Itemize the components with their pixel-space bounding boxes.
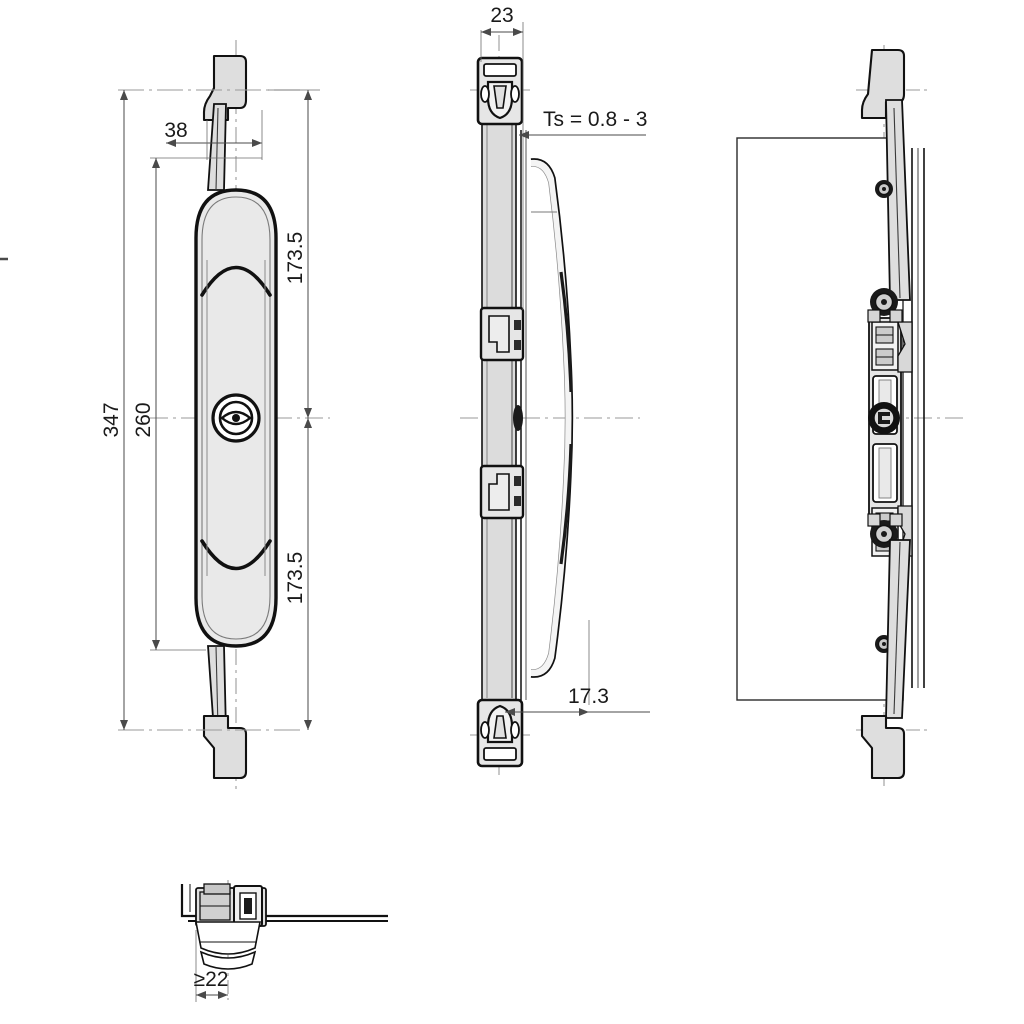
dimension-173-5-lower-label: 173.5 [284, 552, 307, 605]
front-lock-cylinder-rosette [211, 393, 261, 443]
dimension-17-3: 17.3 [505, 685, 650, 716]
front-handle-body-inner-outline [201, 196, 271, 640]
side-bottom-roller-cam [476, 698, 524, 768]
detail-keep-block [195, 883, 267, 927]
rear-view [736, 45, 965, 790]
dimension-ts-label: Ts = 0.8 - 3 [543, 108, 647, 131]
side-section-view: 23 Ts = 0.8 - 3 17.3 [460, 4, 650, 775]
front-lower-strap-edge [215, 645, 219, 729]
dimension-min-22: ≥22 [194, 968, 229, 999]
front-grip-arc-bottom [200, 539, 272, 571]
dimension-17-3-label: 17.3 [568, 685, 609, 708]
front-upper-strap-edge [215, 107, 219, 191]
dimension-23: 23 [481, 4, 523, 36]
side-upper-keep-block [479, 306, 525, 362]
dimension-173-5-lower: 173.5 [284, 418, 312, 730]
rear-cover-strap-upper-edge [893, 107, 901, 299]
front-lower-bracket [202, 714, 248, 780]
front-keyhole-pin [232, 414, 240, 422]
dimension-347: 347 [100, 90, 128, 730]
rear-lower-bracket [860, 714, 906, 780]
side-handle-waist-accent-top [559, 271, 573, 393]
side-handle-profile-fill [531, 159, 572, 677]
dimension-173-5-upper: 173.5 [284, 90, 312, 418]
side-lower-keep-block [479, 464, 525, 520]
dimension-ts: Ts = 0.8 - 3 [519, 108, 647, 139]
dimension-173-5-upper-label: 173.5 [284, 232, 307, 285]
detail-bottom-view: ≥22 [180, 880, 388, 1002]
dimension-260-label: 260 [132, 402, 155, 437]
dimension-38-label: 38 [164, 119, 187, 142]
rear-pivot-screw-upper [867, 288, 903, 323]
rear-cover-strap-lower-edge [893, 541, 901, 715]
detail-roller [195, 921, 261, 970]
detail-frame-profile [180, 884, 388, 918]
front-grip-arc-top [200, 265, 272, 297]
rear-cover-strap-lower [885, 539, 911, 719]
rear-espagnolette-gearbox [868, 317, 913, 557]
side-handle-waist-accent-bottom [559, 443, 573, 565]
rear-screw-upper [875, 180, 893, 198]
side-centre-pivot [513, 405, 523, 431]
front-view: 347 260 38 173.5 173.5 [0, 40, 330, 790]
side-top-roller-cam [476, 56, 524, 126]
dimension-38: 38 [164, 110, 263, 160]
dimension-23-label: 23 [490, 4, 513, 27]
dimension-347-label: 347 [100, 402, 123, 437]
dimension-260: 260 [132, 158, 160, 650]
dimension-min-22-label: ≥22 [194, 968, 229, 991]
rear-cover-strap-upper [885, 99, 911, 301]
